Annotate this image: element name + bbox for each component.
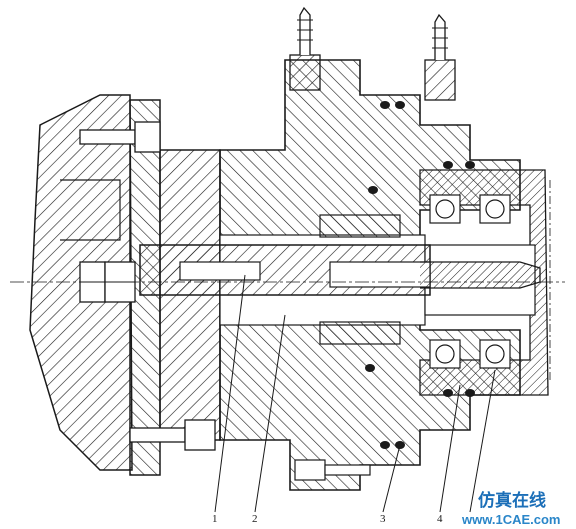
callout-1: 1	[212, 513, 218, 525]
watermark: 仿真在线 www.1CAE.com	[461, 490, 560, 527]
right-hose-fitting	[424, 13, 456, 101]
draw-bar	[139, 244, 541, 296]
bottom-screw	[294, 459, 371, 481]
left-hose-fitting	[289, 6, 321, 91]
callout-2: 2	[252, 513, 258, 525]
leader-lines	[214, 274, 496, 513]
seals	[365, 101, 475, 449]
piston	[319, 214, 401, 345]
watermark-url: www.1CAE.com	[461, 512, 560, 527]
bearings	[429, 194, 511, 369]
upper-bolt	[79, 121, 161, 153]
callout-3: 3	[380, 513, 386, 525]
callout-4: 4	[437, 513, 443, 525]
lower-bolt	[129, 419, 216, 451]
watermark-chinese: 仿真在线	[478, 490, 546, 511]
